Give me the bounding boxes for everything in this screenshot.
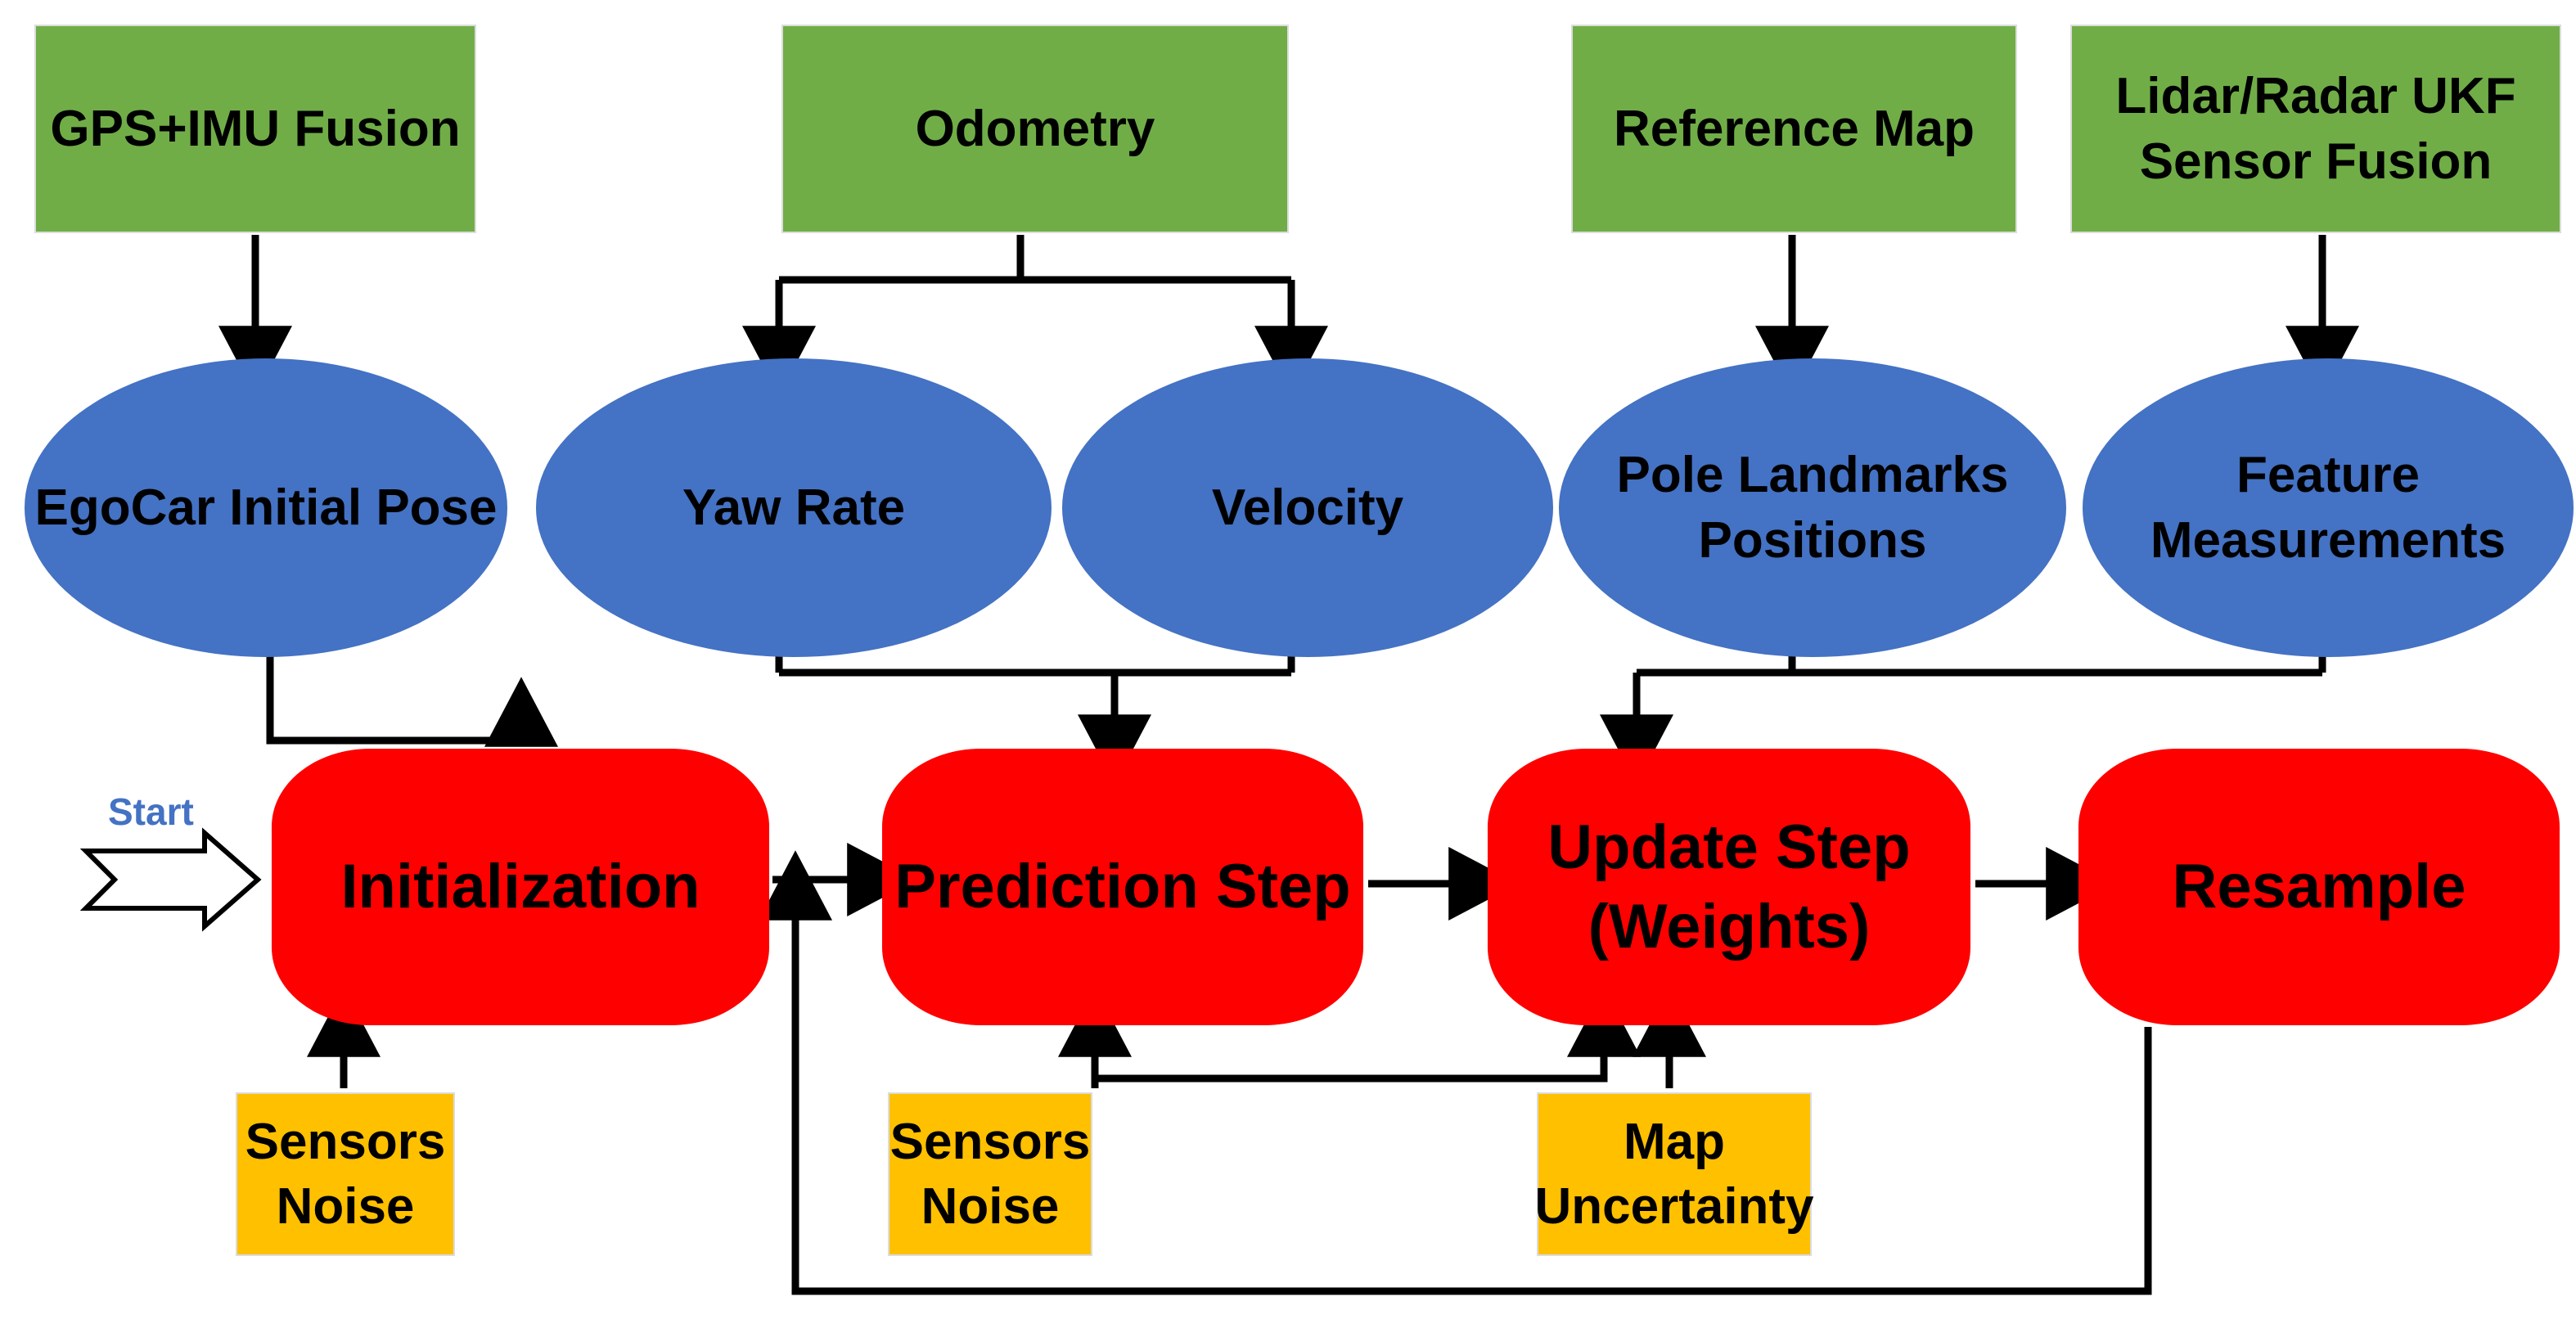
stage-node-initialization[interactable]: Initialization <box>272 749 769 1025</box>
quantity-node-feature-measurements[interactable]: Feature Measurements <box>2083 358 2574 657</box>
source-node-odometry[interactable]: Odometry <box>781 25 1289 233</box>
quantity-node-pole-landmarks-positions[interactable]: Pole Landmarks Positions <box>1559 358 2066 657</box>
noise-node-sensors-noise-prediction[interactable]: Sensors Noise <box>888 1092 1092 1256</box>
stage-label-resample: Resample <box>2172 852 2466 922</box>
stage-label-initialization: Initialization <box>340 852 700 922</box>
quantity-label-egocar-initial-pose: EgoCar Initial Pose <box>34 479 498 536</box>
quantity-label-yaw-rate: Yaw Rate <box>682 479 906 536</box>
quantity-label-feature-measurements: Feature Measurements <box>2150 447 2506 569</box>
source-node-reference-map[interactable]: Reference Map <box>1571 25 2017 233</box>
start-block-arrow <box>79 827 262 932</box>
noise-label-map-uncertainty: Map Uncertainty <box>1534 1113 1814 1235</box>
quantity-label-velocity: Velocity <box>1211 479 1404 536</box>
quantity-label-pole-landmarks-positions: Pole Landmarks Positions <box>1616 447 2009 569</box>
noise-node-sensors-noise-init[interactable]: Sensors Noise <box>236 1092 455 1256</box>
source-label-gps-imu-fusion: GPS+IMU Fusion <box>50 100 461 157</box>
stage-node-resample[interactable]: Resample <box>2078 749 2560 1025</box>
quantity-node-velocity[interactable]: Velocity <box>1062 358 1553 657</box>
source-label-reference-map: Reference Map <box>1613 100 1975 157</box>
source-label-lidar-radar-ukf-sensor-fusion: Lidar/Radar UKF Sensor Fusion <box>2115 68 2516 190</box>
noise-node-map-uncertainty[interactable]: Map Uncertainty <box>1534 1092 1814 1256</box>
start-label: Start <box>108 790 194 833</box>
noise-label-sensors-noise-prediction: Sensors Noise <box>889 1113 1091 1235</box>
stage-node-prediction-step[interactable]: Prediction Step <box>882 749 1363 1025</box>
source-node-lidar-radar-ukf-sensor-fusion[interactable]: Lidar/Radar UKF Sensor Fusion <box>2070 25 2561 233</box>
stage-node-update-step-weights[interactable]: Update Step (Weights) <box>1488 749 1970 1025</box>
edge-egocar-to-initialization <box>266 655 558 747</box>
source-node-gps-imu-fusion[interactable]: GPS+IMU Fusion <box>34 25 476 233</box>
source-label-odometry: Odometry <box>915 100 1155 157</box>
edge-noise-elbow-bar <box>1095 987 1641 1083</box>
noise-label-sensors-noise-init: Sensors Noise <box>245 1113 446 1235</box>
quantity-node-egocar-initial-pose[interactable]: EgoCar Initial Pose <box>25 358 507 657</box>
stage-label-update-step-weights: Update Step (Weights) <box>1547 812 1911 961</box>
stage-label-prediction-step: Prediction Step <box>894 852 1351 922</box>
quantity-node-yaw-rate[interactable]: Yaw Rate <box>536 358 1052 657</box>
